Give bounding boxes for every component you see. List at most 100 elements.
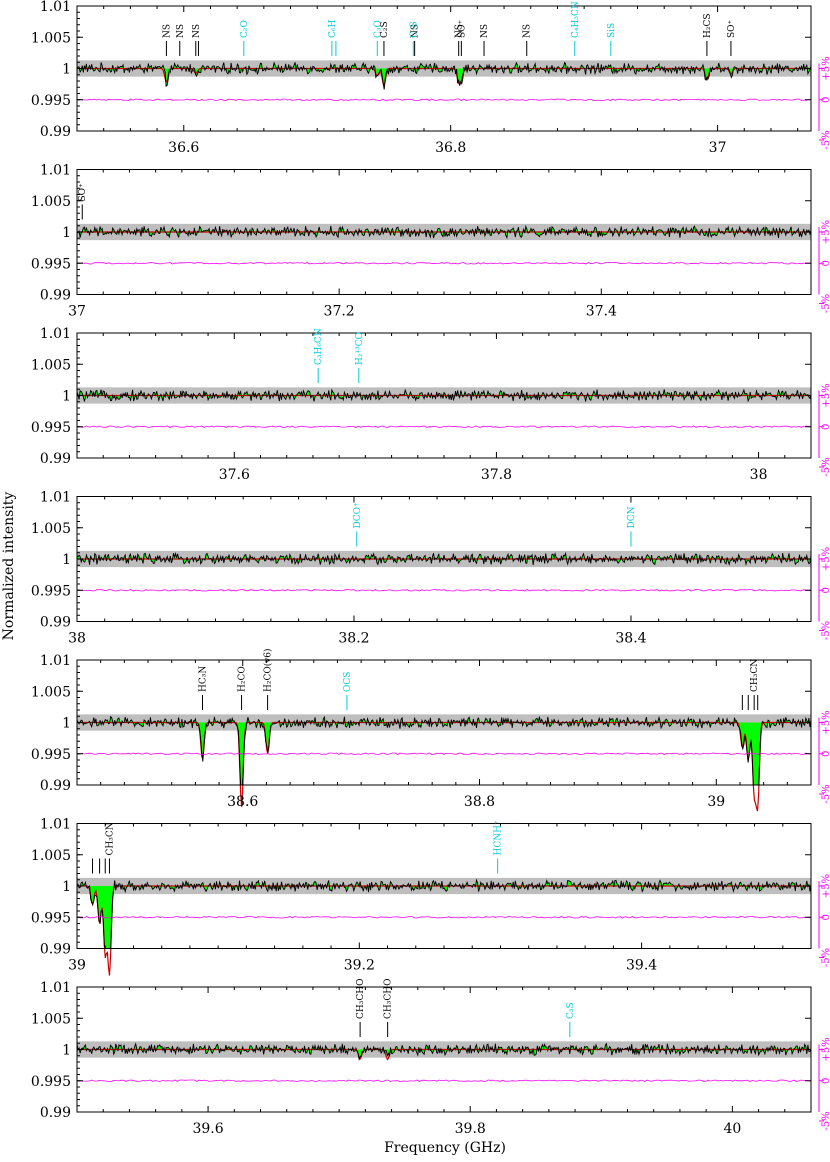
line-label: DCN	[627, 506, 637, 528]
spectrum-fill	[77, 880, 811, 949]
line-label: H₂CO	[238, 666, 248, 692]
y-tick-label: 1.01	[40, 490, 71, 506]
y-tick-label: 0.99	[40, 451, 71, 467]
line-label: DCO⁺	[353, 502, 363, 528]
line-label: C₄H₃CN	[571, 1, 581, 38]
panel-1: 1.011.00510.9950.99+5%0-5%36.636.837NSNS…	[31, 0, 830, 156]
x-tick-label: 38	[68, 631, 86, 647]
residual-line	[76, 916, 812, 919]
x-tick-label: 37.6	[219, 467, 250, 483]
y-tick-label: 0.99	[40, 778, 71, 794]
line-label: HCNH⁺	[494, 820, 504, 855]
x-tick-label: 38.4	[615, 631, 646, 647]
y-tick-label: 0.99	[40, 288, 71, 304]
observed-line	[76, 715, 812, 786]
line-label: C₃H₆CN	[314, 328, 324, 365]
x-tick-label: 39	[68, 958, 86, 974]
residual-tick-label: 0	[821, 97, 830, 103]
residual-line	[76, 262, 812, 265]
y-tick-label: 1.005	[31, 30, 71, 46]
x-tick-label: 37.4	[586, 304, 617, 320]
x-tick-label: 39.8	[455, 1121, 486, 1137]
y-tick-label: 0.99	[40, 942, 71, 958]
residual-tick-label: -5%	[821, 1111, 830, 1130]
y-tick-label: 0.995	[31, 747, 71, 763]
panel-5: 1.011.00510.9950.99+5%0-5%38.638.839HC₃N…	[31, 648, 830, 812]
residual-tick-label: -5%	[821, 784, 830, 803]
line-label: SO⁺	[727, 19, 737, 38]
observed-line	[76, 388, 812, 403]
line-label: CH₃CHO	[356, 979, 366, 1019]
y-tick-label: 0.995	[31, 256, 71, 272]
y-tick-label: 1	[62, 716, 71, 732]
line-label: NS	[162, 24, 172, 38]
residual-tick-label: -5%	[821, 130, 830, 149]
x-tick-label: 40	[723, 1121, 741, 1137]
line-label: SiS	[607, 23, 617, 38]
residual-line	[76, 752, 812, 755]
line-label: NS	[480, 24, 490, 38]
line-label: H₂¹³CO	[355, 332, 365, 365]
line-label: C₇S	[409, 21, 419, 38]
residual-tick-label: 0	[821, 914, 830, 920]
panel-3: 1.011.00510.9950.99+5%0-5%37.637.838C₃H₆…	[31, 326, 830, 483]
x-tick-label: 37	[709, 140, 727, 156]
y-axis-label: Normalized intensity	[1, 492, 17, 641]
line-label: C₂S	[380, 21, 390, 38]
y-tick-label: 1	[62, 62, 71, 78]
line-label: CH₃CN	[105, 822, 115, 855]
y-tick-label: 1.005	[31, 357, 71, 373]
panel-7: 1.011.00510.9950.99+5%0-5%39.639.840CH₃C…	[31, 979, 830, 1137]
residual-tick-label: 0	[821, 587, 830, 593]
line-label: C₃O	[373, 20, 383, 38]
line-label: HC₃N	[198, 666, 208, 692]
y-tick-label: 1	[62, 225, 71, 241]
panels-group: 1.011.00510.9950.99+5%0-5%36.636.837NSNS…	[31, 0, 830, 1137]
line-label: CH₃CN	[750, 659, 760, 692]
residual-tick-label: 0	[821, 1078, 830, 1084]
line-label: NS	[455, 24, 465, 38]
y-tick-label: 0.99	[40, 615, 71, 631]
observed-line	[76, 551, 812, 566]
y-tick-label: 1.005	[31, 521, 71, 537]
model-line	[77, 721, 811, 812]
x-tick-label: 39.4	[626, 958, 657, 974]
y-tick-label: 1.01	[40, 0, 71, 15]
x-tick-label: 36.8	[435, 140, 466, 156]
residual-tick-label: 0	[821, 424, 830, 430]
x-tick-label: 39.2	[344, 958, 375, 974]
line-label: CH₃CHO	[384, 979, 394, 1019]
residual-tick-label: 0	[821, 751, 830, 757]
observed-line	[76, 1042, 812, 1062]
residual-tick-label: +5%	[821, 220, 830, 244]
y-tick-label: 1.005	[31, 848, 71, 864]
y-tick-label: 0.99	[40, 1105, 71, 1121]
y-tick-label: 1.005	[31, 194, 71, 210]
y-tick-label: 0.995	[31, 583, 71, 599]
residual-tick-label: +5%	[821, 710, 830, 734]
y-tick-label: 1	[62, 1043, 71, 1059]
residual-tick-label: -5%	[821, 294, 830, 313]
y-tick-label: 0.99	[40, 124, 71, 140]
line-label: H₂CO(v6)	[263, 648, 274, 692]
x-tick-label: 38.2	[338, 631, 369, 647]
residual-tick-label: +5%	[821, 1037, 830, 1061]
y-tick-label: 1	[62, 389, 71, 405]
x-tick-label: 37.2	[324, 304, 355, 320]
x-tick-label: 38	[750, 467, 768, 483]
line-label: NS	[176, 24, 186, 38]
x-tick-label: 39.6	[192, 1121, 223, 1137]
residual-tick-label: +5%	[821, 547, 830, 571]
y-tick-label: 0.995	[31, 910, 71, 926]
residual-line	[76, 589, 812, 592]
y-tick-label: 0.995	[31, 420, 71, 436]
y-tick-label: 1.01	[40, 163, 71, 179]
residual-tick-label: +5%	[821, 56, 830, 80]
x-tick-label: 38.8	[464, 794, 495, 810]
x-tick-label: 37	[68, 304, 86, 320]
y-tick-label: 1.005	[31, 1011, 71, 1027]
line-label: SO⁺	[457, 19, 467, 38]
observed-line	[76, 878, 812, 949]
y-tick-label: 1.01	[40, 817, 71, 833]
